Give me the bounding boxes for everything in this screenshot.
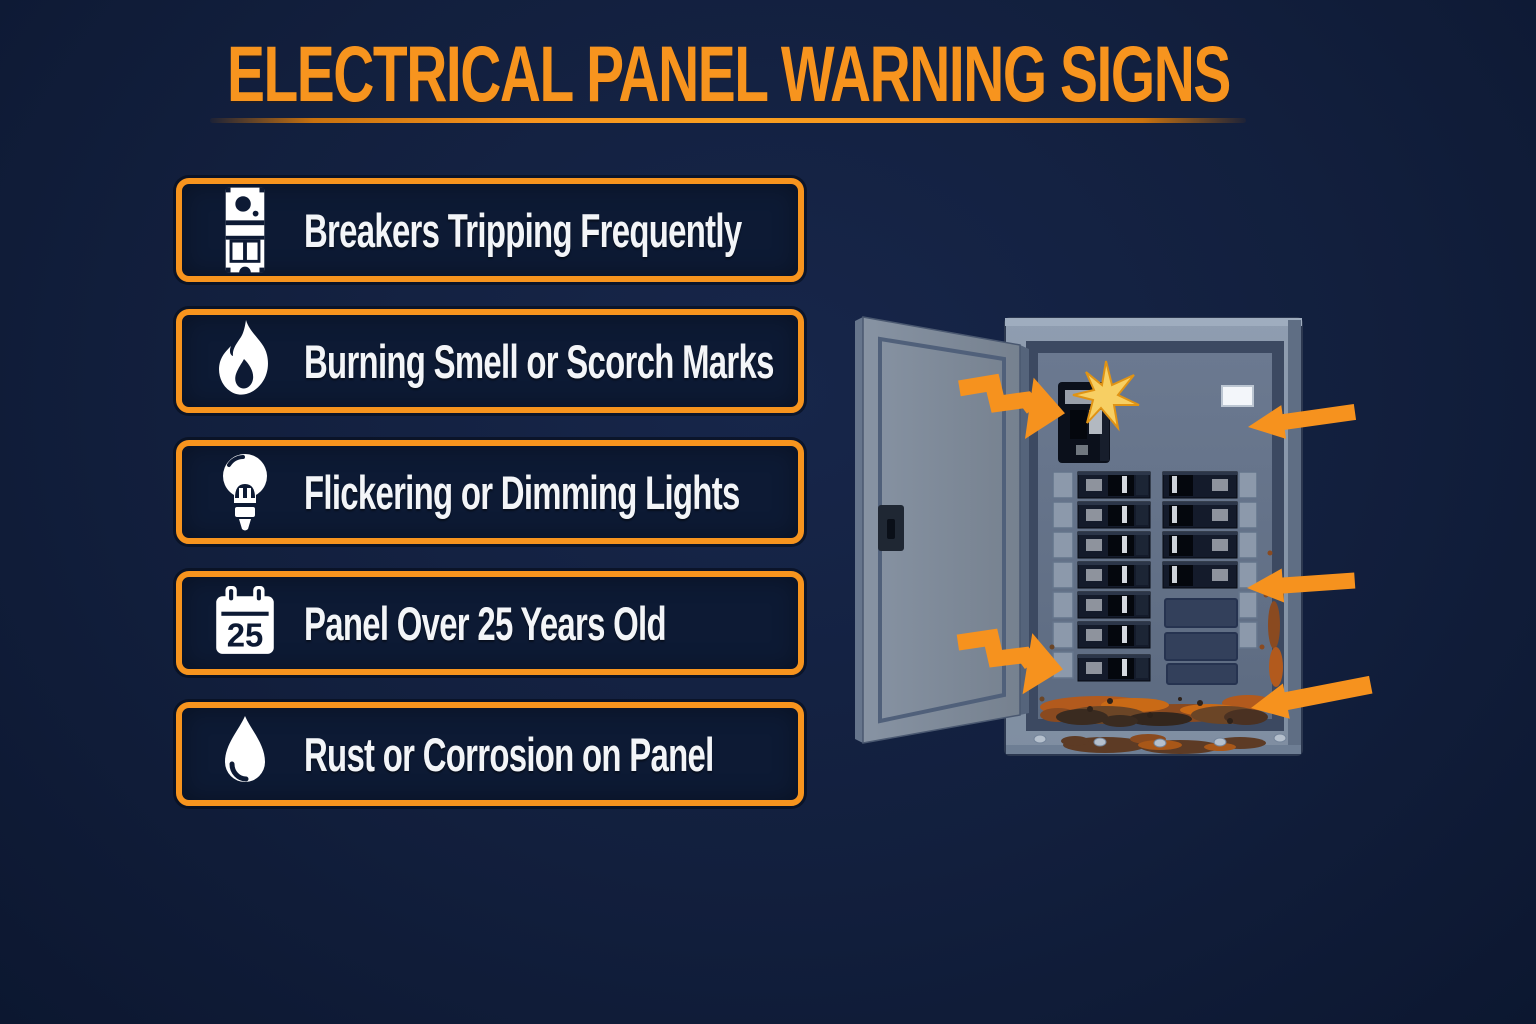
calendar-25-icon: 25 bbox=[216, 586, 274, 654]
breaker-column-right bbox=[1162, 471, 1238, 589]
warning-item-label: Rust or Corrosion on Panel bbox=[304, 727, 714, 781]
warning-item-breakers-tripping: Breakers Tripping Frequently bbox=[176, 178, 804, 282]
icon-cell bbox=[202, 319, 288, 403]
lightning-arrow-main-breaker bbox=[958, 373, 1065, 439]
warning-item-label: Breakers Tripping Frequently bbox=[304, 203, 742, 257]
page-title: ELECTRICAL PANEL WARNING SIGNS bbox=[0, 34, 1456, 113]
straight-arrow-top-right bbox=[1248, 404, 1357, 439]
icon-cell bbox=[202, 186, 288, 274]
breaker-icon bbox=[225, 187, 265, 274]
icon-cell: 25 bbox=[202, 586, 288, 660]
spark-icon bbox=[1072, 360, 1140, 432]
warning-item-rust-corrosion: Rust or Corrosion on Panel bbox=[176, 702, 804, 806]
straight-arrow-middle-right bbox=[1247, 568, 1356, 603]
icon-cell bbox=[202, 713, 288, 795]
warning-item-label: Flickering or Dimming Lights bbox=[304, 465, 740, 519]
flame-icon bbox=[219, 320, 268, 395]
warning-arrows bbox=[956, 373, 1373, 719]
warning-item-flickering-lights: Flickering or Dimming Lights bbox=[176, 440, 804, 544]
panel-sticker-label bbox=[1221, 385, 1254, 407]
icon-cell bbox=[202, 449, 288, 535]
panel-illustration-svg bbox=[855, 316, 1373, 756]
lightning-arrow-lower-breakers bbox=[956, 628, 1063, 695]
calendar-day-number: 25 bbox=[227, 617, 264, 654]
warning-item-label: Burning Smell or Scorch Marks bbox=[304, 334, 774, 388]
warning-item-label: Panel Over 25 Years Old bbox=[304, 596, 667, 650]
lightbulb-icon bbox=[223, 454, 267, 531]
droplet-icon bbox=[225, 716, 265, 782]
blank-slots bbox=[1164, 598, 1238, 685]
page-title-text: ELECTRICAL PANEL WARNING SIGNS bbox=[226, 29, 1231, 118]
warning-list: Breakers Tripping Frequently Burning Sme… bbox=[176, 178, 804, 806]
title-block: ELECTRICAL PANEL WARNING SIGNS bbox=[0, 34, 1456, 113]
warning-item-burning-smell: Burning Smell or Scorch Marks bbox=[176, 309, 804, 413]
bolt-heads bbox=[1033, 733, 1287, 748]
breaker-column-left bbox=[1077, 471, 1151, 682]
panel-door bbox=[855, 316, 1029, 744]
electrical-panel-illustration bbox=[850, 295, 1490, 815]
title-underline bbox=[210, 118, 1246, 123]
knockout-tabs bbox=[1052, 471, 1258, 679]
door-inner-border bbox=[878, 336, 1006, 724]
straight-arrow-rust bbox=[1251, 675, 1373, 719]
warning-item-panel-age: 25 Panel Over 25 Years Old bbox=[176, 571, 804, 675]
